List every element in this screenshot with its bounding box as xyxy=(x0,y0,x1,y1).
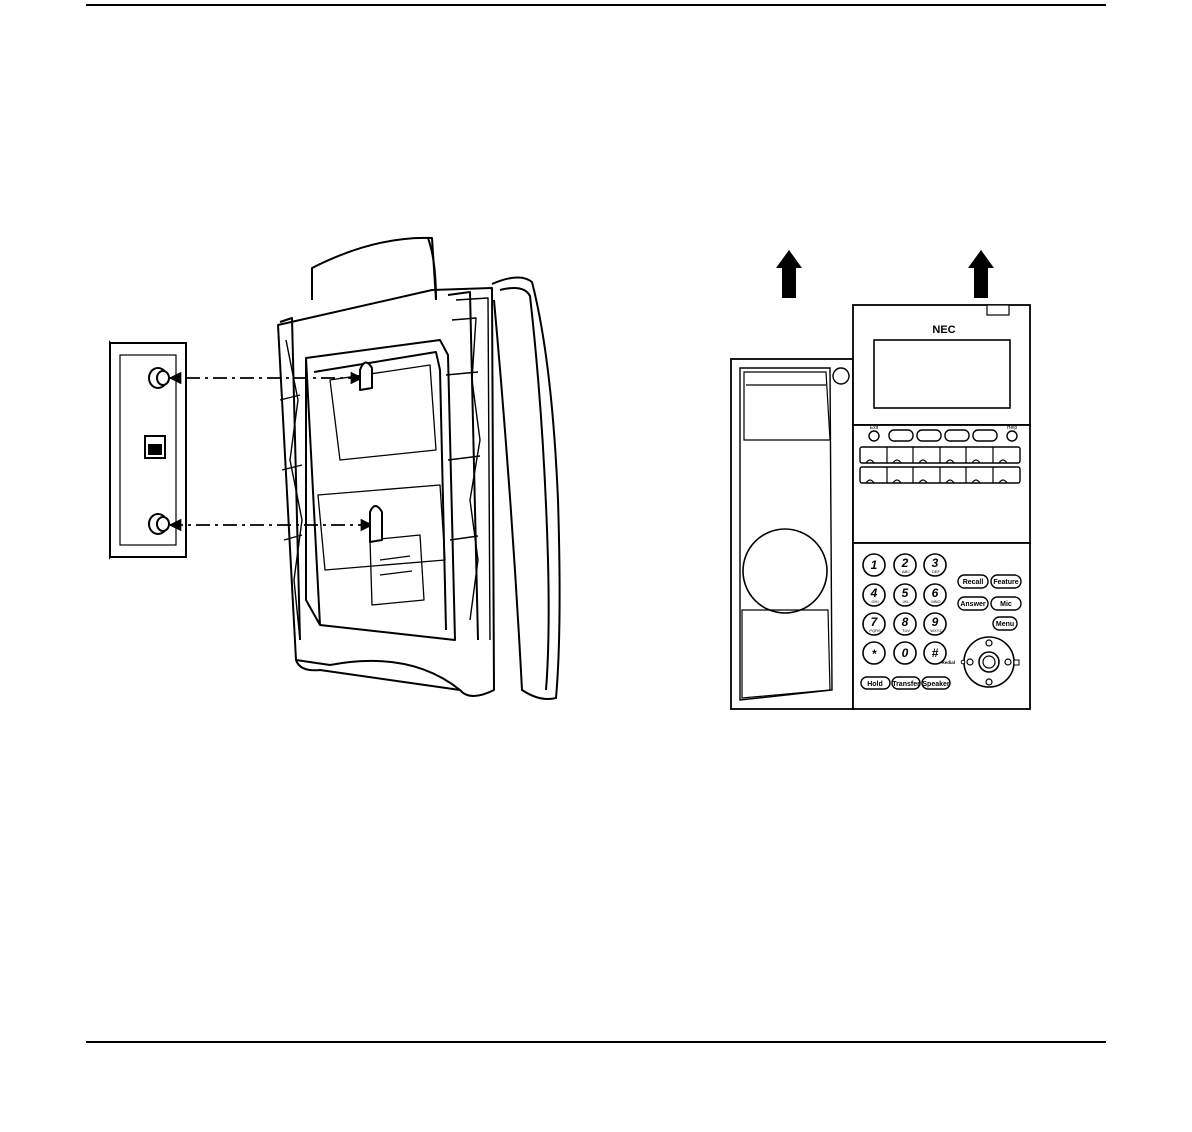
arrow-left xyxy=(776,250,802,298)
transfer-label: Transfer xyxy=(892,681,920,688)
mounting-stud-upper xyxy=(149,368,169,388)
alignment-arrows xyxy=(170,378,372,525)
modular-jack xyxy=(145,436,165,458)
speaker-label: Speaker xyxy=(922,681,950,688)
soft-key-4[interactable] xyxy=(973,430,997,441)
key-9-letters: WXYZ xyxy=(930,628,942,633)
nec-logo: NEC xyxy=(932,324,955,336)
phone-base-bracket xyxy=(278,238,560,699)
cursor-right-icon[interactable] xyxy=(1005,659,1011,665)
key-6-letters: MNO xyxy=(931,599,940,604)
key-hash-glyph: # xyxy=(932,646,939,660)
key-7-letters: PQRS xyxy=(869,628,881,633)
upward-arrows xyxy=(776,250,994,298)
redial-indicator-icon xyxy=(961,660,965,664)
key-8-letters: TUV xyxy=(902,628,910,633)
help-button[interactable] xyxy=(1007,431,1017,441)
cursor-up-icon[interactable] xyxy=(986,640,992,646)
recall-label: Recall xyxy=(963,579,984,586)
key-6-digit: 6 xyxy=(932,586,939,600)
cursor-left-icon[interactable] xyxy=(967,659,973,665)
cursor-down-icon[interactable] xyxy=(986,679,992,685)
mounting-stud-lower xyxy=(149,514,169,534)
arrow-right xyxy=(968,250,994,298)
key-4-letters: GHI xyxy=(871,599,878,604)
key-1-digit: 1 xyxy=(871,558,878,572)
soft-key-2[interactable] xyxy=(917,430,941,441)
menu-label: Menu xyxy=(996,621,1014,628)
key-8-digit: 8 xyxy=(902,615,909,629)
answer-label: Answer xyxy=(960,601,986,608)
hold-label: Hold xyxy=(867,681,883,688)
key-2-digit: 2 xyxy=(901,556,909,570)
key-9-digit: 9 xyxy=(932,615,939,629)
key-4-digit: 4 xyxy=(870,586,878,600)
key-5-letters: JKL xyxy=(903,599,911,604)
key-3-letters: DEF xyxy=(932,569,941,574)
feature-label: Feature xyxy=(993,579,1018,586)
key-3-digit: 3 xyxy=(932,556,939,570)
key-0-digit: 0 xyxy=(902,646,909,660)
soft-key-1[interactable] xyxy=(889,430,913,441)
exit-button[interactable] xyxy=(869,431,879,441)
exit-label: Exit xyxy=(870,425,879,431)
key-2-letters: ABC xyxy=(902,569,910,574)
soft-key-3[interactable] xyxy=(945,430,969,441)
mic-label: Mic xyxy=(1000,601,1012,608)
redial-label: Redial xyxy=(941,660,955,665)
help-label: Help xyxy=(1007,425,1018,431)
directory-icon xyxy=(1014,660,1019,665)
key-5-digit: 5 xyxy=(902,586,909,600)
